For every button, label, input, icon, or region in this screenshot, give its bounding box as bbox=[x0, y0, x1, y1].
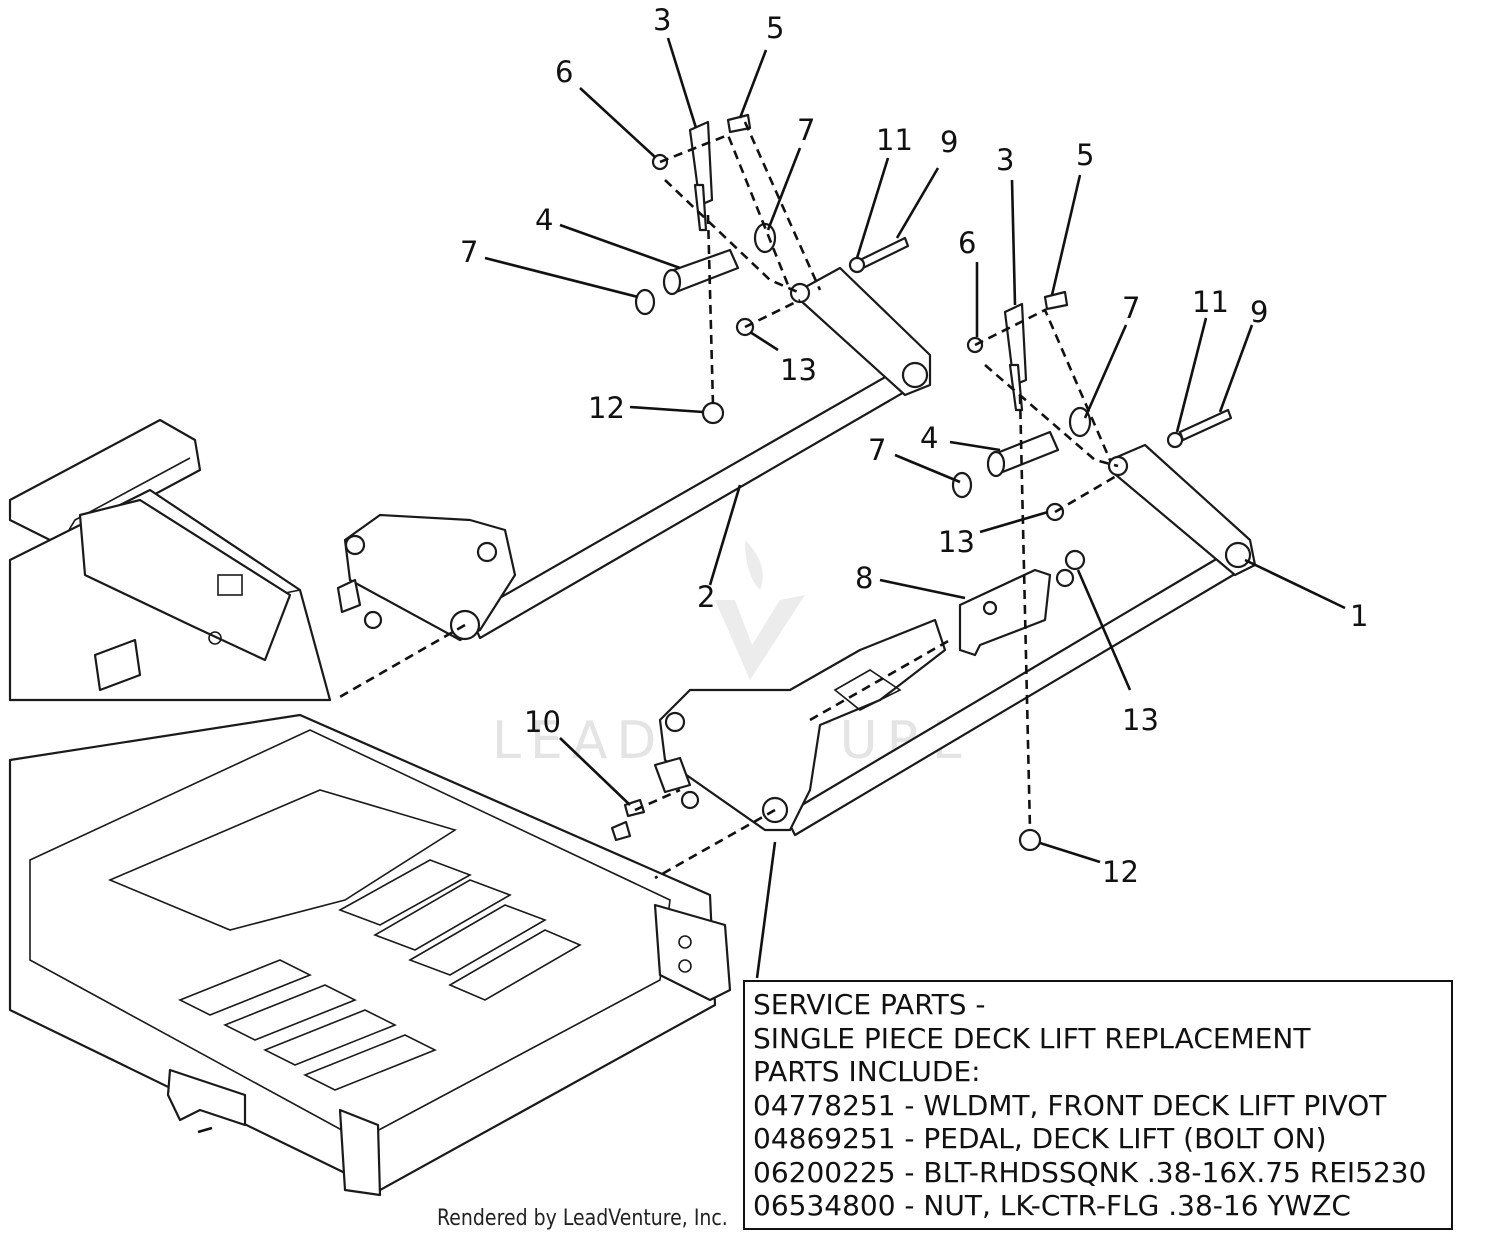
callout-3-rear: 3 bbox=[653, 3, 671, 37]
rear-deck-lift-shaft bbox=[336, 266, 932, 642]
callout-13-front: 13 bbox=[938, 525, 975, 559]
callout-11-rear: 11 bbox=[876, 123, 913, 157]
service-parts-heading: SERVICE PARTS - bbox=[753, 988, 986, 1021]
callout-9-front: 9 bbox=[1250, 295, 1268, 329]
callout-2: 2 bbox=[697, 580, 715, 614]
callout-labels: 3 5 6 7 11 9 4 7 13 12 3 5 6 7 11 9 4 7 … bbox=[460, 3, 1368, 889]
callout-8: 8 bbox=[855, 561, 873, 595]
callout-7-front-top: 7 bbox=[1122, 291, 1140, 325]
callout-7-rear-left: 7 bbox=[460, 235, 478, 269]
callout-13-rear: 13 bbox=[780, 353, 817, 387]
service-part-line: 06534800 - NUT, LK-CTR-FLG .38-16 YWZC bbox=[753, 1189, 1351, 1222]
front-deck-lift-shaft bbox=[653, 443, 1257, 837]
callout-12-front: 12 bbox=[1102, 855, 1139, 889]
callout-11-front: 11 bbox=[1192, 285, 1229, 319]
service-part-line: 06200225 - BLT-RHDSSQNK .38-16X.75 REI52… bbox=[753, 1155, 1427, 1189]
assembly-lines bbox=[337, 121, 1119, 880]
callout-leaders bbox=[484, 37, 1346, 979]
callout-4-rear: 4 bbox=[535, 203, 553, 237]
callout-4-front: 4 bbox=[920, 421, 938, 455]
service-parts-includes-label: PARTS INCLUDE: bbox=[753, 1055, 981, 1088]
callout-12-rear: 12 bbox=[588, 391, 625, 425]
service-part-line: 04778251 - WLDMT, FRONT DECK LIFT PIVOT bbox=[753, 1088, 1387, 1122]
callout-6-front: 6 bbox=[958, 226, 976, 260]
callout-1: 1 bbox=[1350, 599, 1368, 633]
callout-7-front-left: 7 bbox=[868, 433, 886, 467]
mower-frame bbox=[8, 418, 732, 1197]
callout-10: 10 bbox=[524, 705, 561, 739]
callout-3-front: 3 bbox=[996, 143, 1014, 177]
callout-6-rear: 6 bbox=[555, 55, 573, 89]
callout-9-rear: 9 bbox=[940, 125, 958, 159]
service-part-line: 04869251 - PEDAL, DECK LIFT (BOLT ON) bbox=[753, 1122, 1327, 1155]
pedal-bracket bbox=[958, 549, 1086, 657]
callout-13-pedal: 13 bbox=[1122, 703, 1159, 737]
callout-5-rear: 5 bbox=[766, 11, 784, 45]
rendered-by-footer: Rendered by LeadVenture, Inc. bbox=[437, 1206, 728, 1231]
service-parts-box: SERVICE PARTS - SINGLE PIECE DECK LIFT R… bbox=[743, 980, 1453, 1230]
callout-5-front: 5 bbox=[1076, 138, 1094, 172]
callout-7-rear-top: 7 bbox=[797, 113, 815, 147]
service-parts-subheading: SINGLE PIECE DECK LIFT REPLACEMENT bbox=[753, 1021, 1311, 1055]
